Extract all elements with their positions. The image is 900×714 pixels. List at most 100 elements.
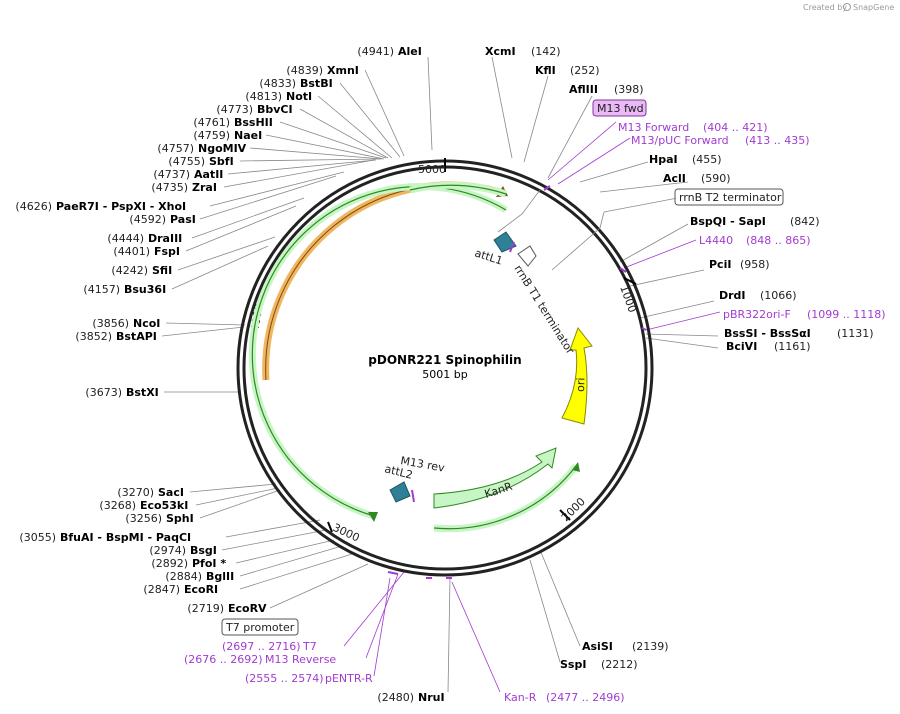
enzyme-name[interactable]: BglII — [206, 570, 234, 583]
enzyme-pos: (4242) — [111, 264, 148, 277]
enzyme-name[interactable]: AleI — [398, 45, 422, 58]
enzyme-pos: (4759) — [193, 129, 230, 142]
attl1-primer-mark — [509, 241, 515, 253]
enzyme-name[interactable]: BssSI - BssSαI — [724, 327, 811, 340]
enzyme-pos: (842) — [790, 215, 820, 228]
enzyme-name[interactable]: BstXI — [126, 386, 159, 399]
green-feature-line-left — [251, 185, 507, 517]
enzyme-pos: (4941) — [357, 45, 394, 58]
snapgene-logo-icon — [843, 3, 851, 11]
enzyme-name[interactable]: SfiI — [152, 264, 172, 277]
enzyme-name[interactable]: BciVI — [726, 340, 757, 353]
enzyme-labels-top-left: (4941) AleI (4839) XmnI (4833) BstBI (48… — [15, 45, 421, 399]
enzyme-name[interactable]: HpaI — [649, 153, 678, 166]
enzyme-name[interactable]: BstBI — [300, 77, 333, 90]
enzyme-pos: (2212) — [601, 658, 638, 671]
plasmid-name: pDONR221 Spinophilin — [368, 353, 521, 367]
enzyme-pos: (3270) — [117, 486, 154, 499]
enzyme-name[interactable]: AclI — [663, 172, 686, 185]
enzyme-name[interactable]: ZraI — [192, 181, 217, 194]
enzyme-pos: (398) — [614, 83, 644, 96]
enzyme-name[interactable]: AflIII — [569, 83, 598, 96]
enzyme-name[interactable]: NotI — [286, 90, 312, 103]
attl1-feature[interactable] — [493, 231, 517, 253]
enzyme-pos: (3268) — [99, 499, 136, 512]
enzyme-pos: (2719) — [187, 602, 224, 615]
enzyme-name[interactable]: NaeI — [234, 129, 262, 142]
primer-name[interactable]: M13 Reverse — [265, 653, 336, 666]
enzyme-name[interactable]: AatII — [194, 168, 223, 181]
enzyme-pos: (1131) — [837, 327, 874, 340]
rrnb-t1-feature[interactable] — [517, 245, 537, 267]
enzyme-labels-right: XcmI (142) KflI (252) AflIII (398) HpaI … — [485, 45, 874, 671]
primer-marks — [387, 185, 647, 579]
rrnb-leader — [551, 211, 605, 271]
enzyme-name[interactable]: DraIII — [148, 232, 182, 245]
enzyme-name[interactable]: PfoI * — [192, 557, 226, 570]
enzyme-name[interactable]: NruI — [418, 691, 445, 704]
enzyme-name[interactable]: BspQI - SapI — [690, 215, 766, 228]
enzyme-name[interactable]: PciI — [709, 258, 731, 271]
kanr-feature[interactable] — [433, 447, 557, 509]
primer-name[interactable]: Kan-R — [504, 691, 537, 704]
enzyme-name[interactable]: Bsu36I — [124, 283, 166, 296]
enzyme-name[interactable]: XcmI — [485, 45, 516, 58]
enzyme-pos: (4626) — [15, 200, 52, 213]
enzyme-name[interactable]: NcoI — [133, 317, 160, 330]
plasmid-length: 5001 bp — [422, 368, 467, 381]
primer-name[interactable]: pBR322ori-F — [723, 308, 791, 321]
enzyme-name[interactable]: BbvCI — [257, 103, 293, 116]
attl2-feature[interactable] — [389, 481, 411, 503]
primer-name[interactable]: T7 — [302, 640, 317, 653]
orange-feature-line — [265, 184, 501, 381]
enzyme-name[interactable]: DrdI — [719, 289, 746, 302]
created-by-text: Created by — [803, 3, 847, 12]
rrnb-t2-box[interactable] — [674, 188, 784, 206]
enzyme-name[interactable]: BsgI — [190, 544, 217, 557]
enzyme-name[interactable]: BfuAI - BspMI - PaqCI — [60, 531, 191, 544]
enzyme-name[interactable]: SacI — [158, 486, 184, 499]
enzyme-pos: (3673) — [85, 386, 122, 399]
enzyme-pos: (4735) — [151, 181, 188, 194]
enzyme-name[interactable]: SphI — [166, 512, 194, 525]
primer-name[interactable]: M13/pUC Forward — [631, 134, 729, 147]
enzyme-pos: (4757) — [157, 142, 194, 155]
enzyme-name[interactable]: EcoRI — [184, 583, 218, 596]
enzyme-pos: (2847) — [143, 583, 180, 596]
attl1-label: attL1 — [473, 246, 504, 267]
enzyme-pos: (1161) — [774, 340, 811, 353]
enzyme-name[interactable]: PaeR7I - PspXI - XhoI — [56, 200, 186, 213]
primer-name[interactable]: L4440 — [699, 234, 733, 247]
enzyme-name[interactable]: BssHII — [234, 116, 273, 129]
primer-range: (413 .. 435) — [745, 134, 810, 147]
primer-name[interactable]: M13 Forward — [618, 121, 689, 134]
enzyme-pos: (2974) — [149, 544, 186, 557]
enzyme-labels-bottom-left: (3270) SacI (3268) Eco53kI (3256) SphI (… — [19, 486, 444, 704]
enzyme-name[interactable]: BstAPI — [116, 330, 157, 343]
enzyme-name[interactable]: EcoRV — [228, 602, 267, 615]
snapgene-brand: SnapGene — [853, 3, 894, 12]
enzyme-pos: (4833) — [259, 77, 296, 90]
enzyme-name[interactable]: NgoMIV — [198, 142, 247, 155]
enzyme-name[interactable]: PasI — [170, 213, 196, 226]
m13-fwd-box[interactable] — [592, 99, 647, 117]
t7-promoter-box[interactable] — [221, 618, 299, 636]
enzyme-pos: (3055) — [19, 531, 56, 544]
enzyme-pos: (4737) — [153, 168, 190, 181]
enzyme-name[interactable]: AsiSI — [582, 640, 613, 653]
enzyme-name[interactable]: XmnI — [327, 64, 359, 77]
enzyme-name[interactable]: SbfI — [209, 155, 234, 168]
enzyme-name[interactable]: KflI — [535, 64, 556, 77]
attl1-leader — [497, 189, 541, 233]
enzyme-pos: (958) — [740, 258, 770, 271]
leader-lines-right — [491, 56, 719, 663]
ori-feature[interactable] — [561, 326, 593, 425]
enzyme-name[interactable]: FspI — [154, 245, 180, 258]
enzyme-name[interactable]: SspI — [560, 658, 586, 671]
enzyme-pos: (4592) — [129, 213, 166, 226]
primer-name[interactable]: pENTR-R — [325, 672, 373, 685]
orange-feature-arc — [262, 181, 501, 381]
enzyme-name[interactable]: Eco53kI — [140, 499, 188, 512]
primer-range: (2676 .. 2692) — [184, 653, 263, 666]
enzyme-pos: (252) — [570, 64, 600, 77]
